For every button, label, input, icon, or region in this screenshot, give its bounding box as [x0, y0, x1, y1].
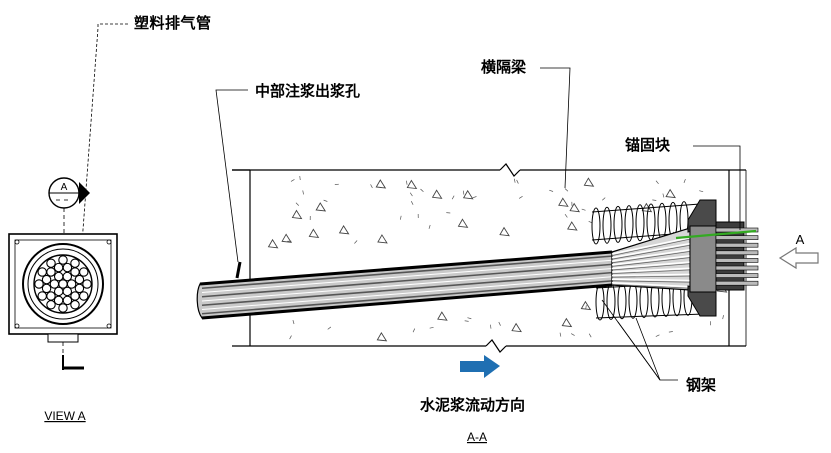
grout-outlet-leader — [215, 89, 248, 263]
section-a-a: A A-A — [196, 67, 819, 444]
steel-frame-leader-2 — [635, 317, 661, 381]
strand-circle — [82, 279, 92, 289]
strand-circle — [70, 258, 80, 268]
cross-beam-label: 横隔梁 — [481, 58, 527, 76]
strand-circle — [53, 295, 64, 306]
tendon-duct — [196, 227, 717, 320]
arrow-left-outline-icon: A — [778, 232, 819, 270]
strand-bundle — [34, 255, 92, 313]
strand-circle — [74, 283, 85, 294]
section-marker-letter: A — [61, 182, 68, 193]
view-arrow-letter: A — [796, 232, 805, 247]
view-a-panel: A VIEW A — [8, 23, 128, 423]
anchor-block-leader — [693, 145, 741, 230]
concrete-aggregate — [267, 175, 728, 342]
grout-outlet-pipe — [235, 261, 242, 279]
strand-circle — [46, 300, 56, 310]
strand-circle — [53, 262, 64, 273]
strand-circle — [34, 279, 44, 289]
strand-circle — [62, 262, 73, 273]
strand-circle — [58, 303, 68, 313]
section-caption: A-A — [467, 430, 487, 444]
anchor-block-label: 锚固块 — [625, 136, 671, 154]
cross-beam-body — [232, 163, 747, 353]
grout-flow-direction-label: 水泥浆流动方向 — [420, 396, 525, 414]
view-a-caption: VIEW A — [44, 409, 85, 423]
strand-circle — [58, 255, 68, 265]
cross-beam-leader — [540, 67, 571, 189]
strand-circle — [66, 279, 77, 289]
strand-circle — [46, 291, 56, 301]
strand-circle — [62, 295, 73, 306]
strand-circle — [53, 286, 64, 297]
strand-circle — [74, 274, 85, 285]
steel-frame-upper — [591, 201, 701, 245]
strand-circle — [62, 271, 73, 282]
strand-circle — [79, 291, 89, 301]
strand-circle — [53, 271, 64, 282]
anchor-block — [675, 199, 759, 317]
strand-circle — [37, 291, 47, 301]
strand-circle — [37, 267, 47, 277]
steel-frame-leader-3 — [601, 299, 661, 381]
strand-circle — [70, 300, 80, 310]
strand-circle — [79, 267, 89, 277]
steel-frame-label: 钢架 — [686, 376, 716, 394]
arrow-right-icon — [460, 355, 500, 378]
strand-circle — [49, 279, 60, 289]
green-strand — [675, 229, 757, 240]
strand-circle — [62, 286, 73, 297]
strand-circle — [46, 258, 56, 268]
strand-circle — [70, 291, 80, 301]
strand-circle — [41, 283, 52, 294]
vent-pipe-leader — [79, 23, 128, 271]
section-cut-marker-icon: A — [48, 177, 90, 209]
strand-circle — [70, 267, 80, 277]
middle-grout-outlet-label: 中部注浆出浆孔 — [255, 82, 360, 100]
steel-frame-leader — [617, 321, 678, 381]
strand-circle — [41, 274, 52, 285]
plastic-vent-pipe-label: 塑料排气管 — [134, 14, 212, 32]
strand-circle — [46, 267, 56, 277]
